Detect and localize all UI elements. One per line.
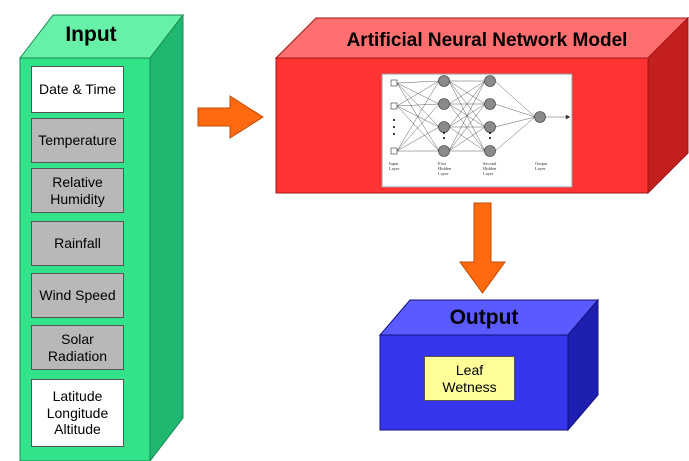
input-item-wind-speed: Wind Speed — [31, 273, 124, 318]
nn-connection — [396, 103, 440, 152]
nn-output-node — [534, 111, 546, 123]
nn-label-line: Hidden — [483, 166, 497, 171]
text-line: Radiation — [47, 347, 108, 364]
nn-first-hidden-node — [438, 75, 450, 87]
nn-connection — [448, 103, 486, 128]
text-line: Relative — [52, 173, 103, 190]
nn-label-line: Layer — [438, 171, 449, 176]
text-line: Wind Speed — [39, 287, 116, 304]
nn-input-node — [390, 102, 398, 110]
nn-output-arrow — [565, 114, 571, 120]
output-title: Output — [450, 306, 519, 329]
nn-ellipsis-dot — [489, 132, 491, 134]
nn-connection — [494, 80, 536, 118]
nn-label-line: Hidden — [438, 166, 452, 171]
text-line: Altitude — [54, 421, 101, 438]
input-item-temperature: Temperature — [31, 118, 124, 163]
nn-connection — [396, 105, 440, 128]
nn-second-hidden-node — [484, 75, 496, 87]
nn-ellipsis-dot — [393, 119, 395, 121]
text-line: Longitude — [46, 404, 109, 421]
nn-label-line: Layer — [535, 166, 546, 171]
arrow-model-to-output — [459, 202, 506, 294]
nn-connection — [396, 103, 440, 107]
nn-connection — [396, 126, 440, 152]
text-line: Latitude — [52, 387, 103, 404]
nn-ellipsis-dot — [443, 132, 445, 134]
arrow-input-to-model — [197, 95, 264, 139]
nn-connection — [448, 80, 486, 128]
input-title: Input — [65, 23, 116, 46]
nn-connection — [494, 116, 536, 152]
nn-label-line: Second — [483, 161, 497, 166]
nn-canvas — [381, 73, 573, 188]
nn-connection — [448, 126, 486, 152]
text-line: Temperature — [38, 132, 117, 149]
text-line: Solar — [61, 330, 94, 347]
nn-ellipsis-dot — [393, 133, 395, 135]
nn-connection — [448, 103, 486, 152]
text-line: Date & Time — [38, 81, 117, 98]
nn-first-hidden-node — [438, 121, 450, 133]
text-line: Wetness — [442, 378, 497, 395]
nn-second-hidden-node — [484, 98, 496, 110]
nn-ellipsis-dot — [489, 137, 491, 139]
nn-connection — [396, 80, 440, 152]
nn-input-node — [390, 79, 398, 87]
nn-label-line: First — [438, 161, 447, 166]
nn-label-line: Layer — [483, 171, 494, 176]
nn-second-hidden-node — [484, 145, 496, 157]
nn-second-hidden-node — [484, 121, 496, 133]
nn-connection — [396, 105, 440, 152]
model-title: Artificial Neural Network Model — [347, 30, 628, 51]
nn-connection — [448, 80, 486, 152]
nn-label-line: Layer — [389, 166, 400, 171]
nn-connection — [396, 82, 440, 152]
nn-ellipsis-dot — [393, 126, 395, 128]
nn-connection — [494, 103, 536, 118]
text-line: Humidity — [50, 190, 105, 207]
nn-label-line: Input — [389, 161, 399, 166]
text-line: Leaf — [455, 361, 484, 378]
nn-connection — [494, 116, 536, 128]
nn-connection — [448, 80, 486, 105]
text-line: Rainfall — [54, 235, 101, 252]
nn-input-node — [390, 147, 398, 155]
nn-connection — [396, 80, 440, 84]
output-block: Output — [378, 298, 600, 432]
input-item-date-time: Date & Time — [31, 66, 124, 113]
nn-label-line: Output — [535, 161, 548, 166]
nn-connection — [396, 80, 440, 107]
nn-first-hidden-node — [438, 98, 450, 110]
nn-first-hidden-node — [438, 145, 450, 157]
input-item-rainfall: Rainfall — [31, 221, 124, 266]
input-block-side — [149, 13, 184, 461]
nn-ellipsis-dot — [443, 137, 445, 139]
